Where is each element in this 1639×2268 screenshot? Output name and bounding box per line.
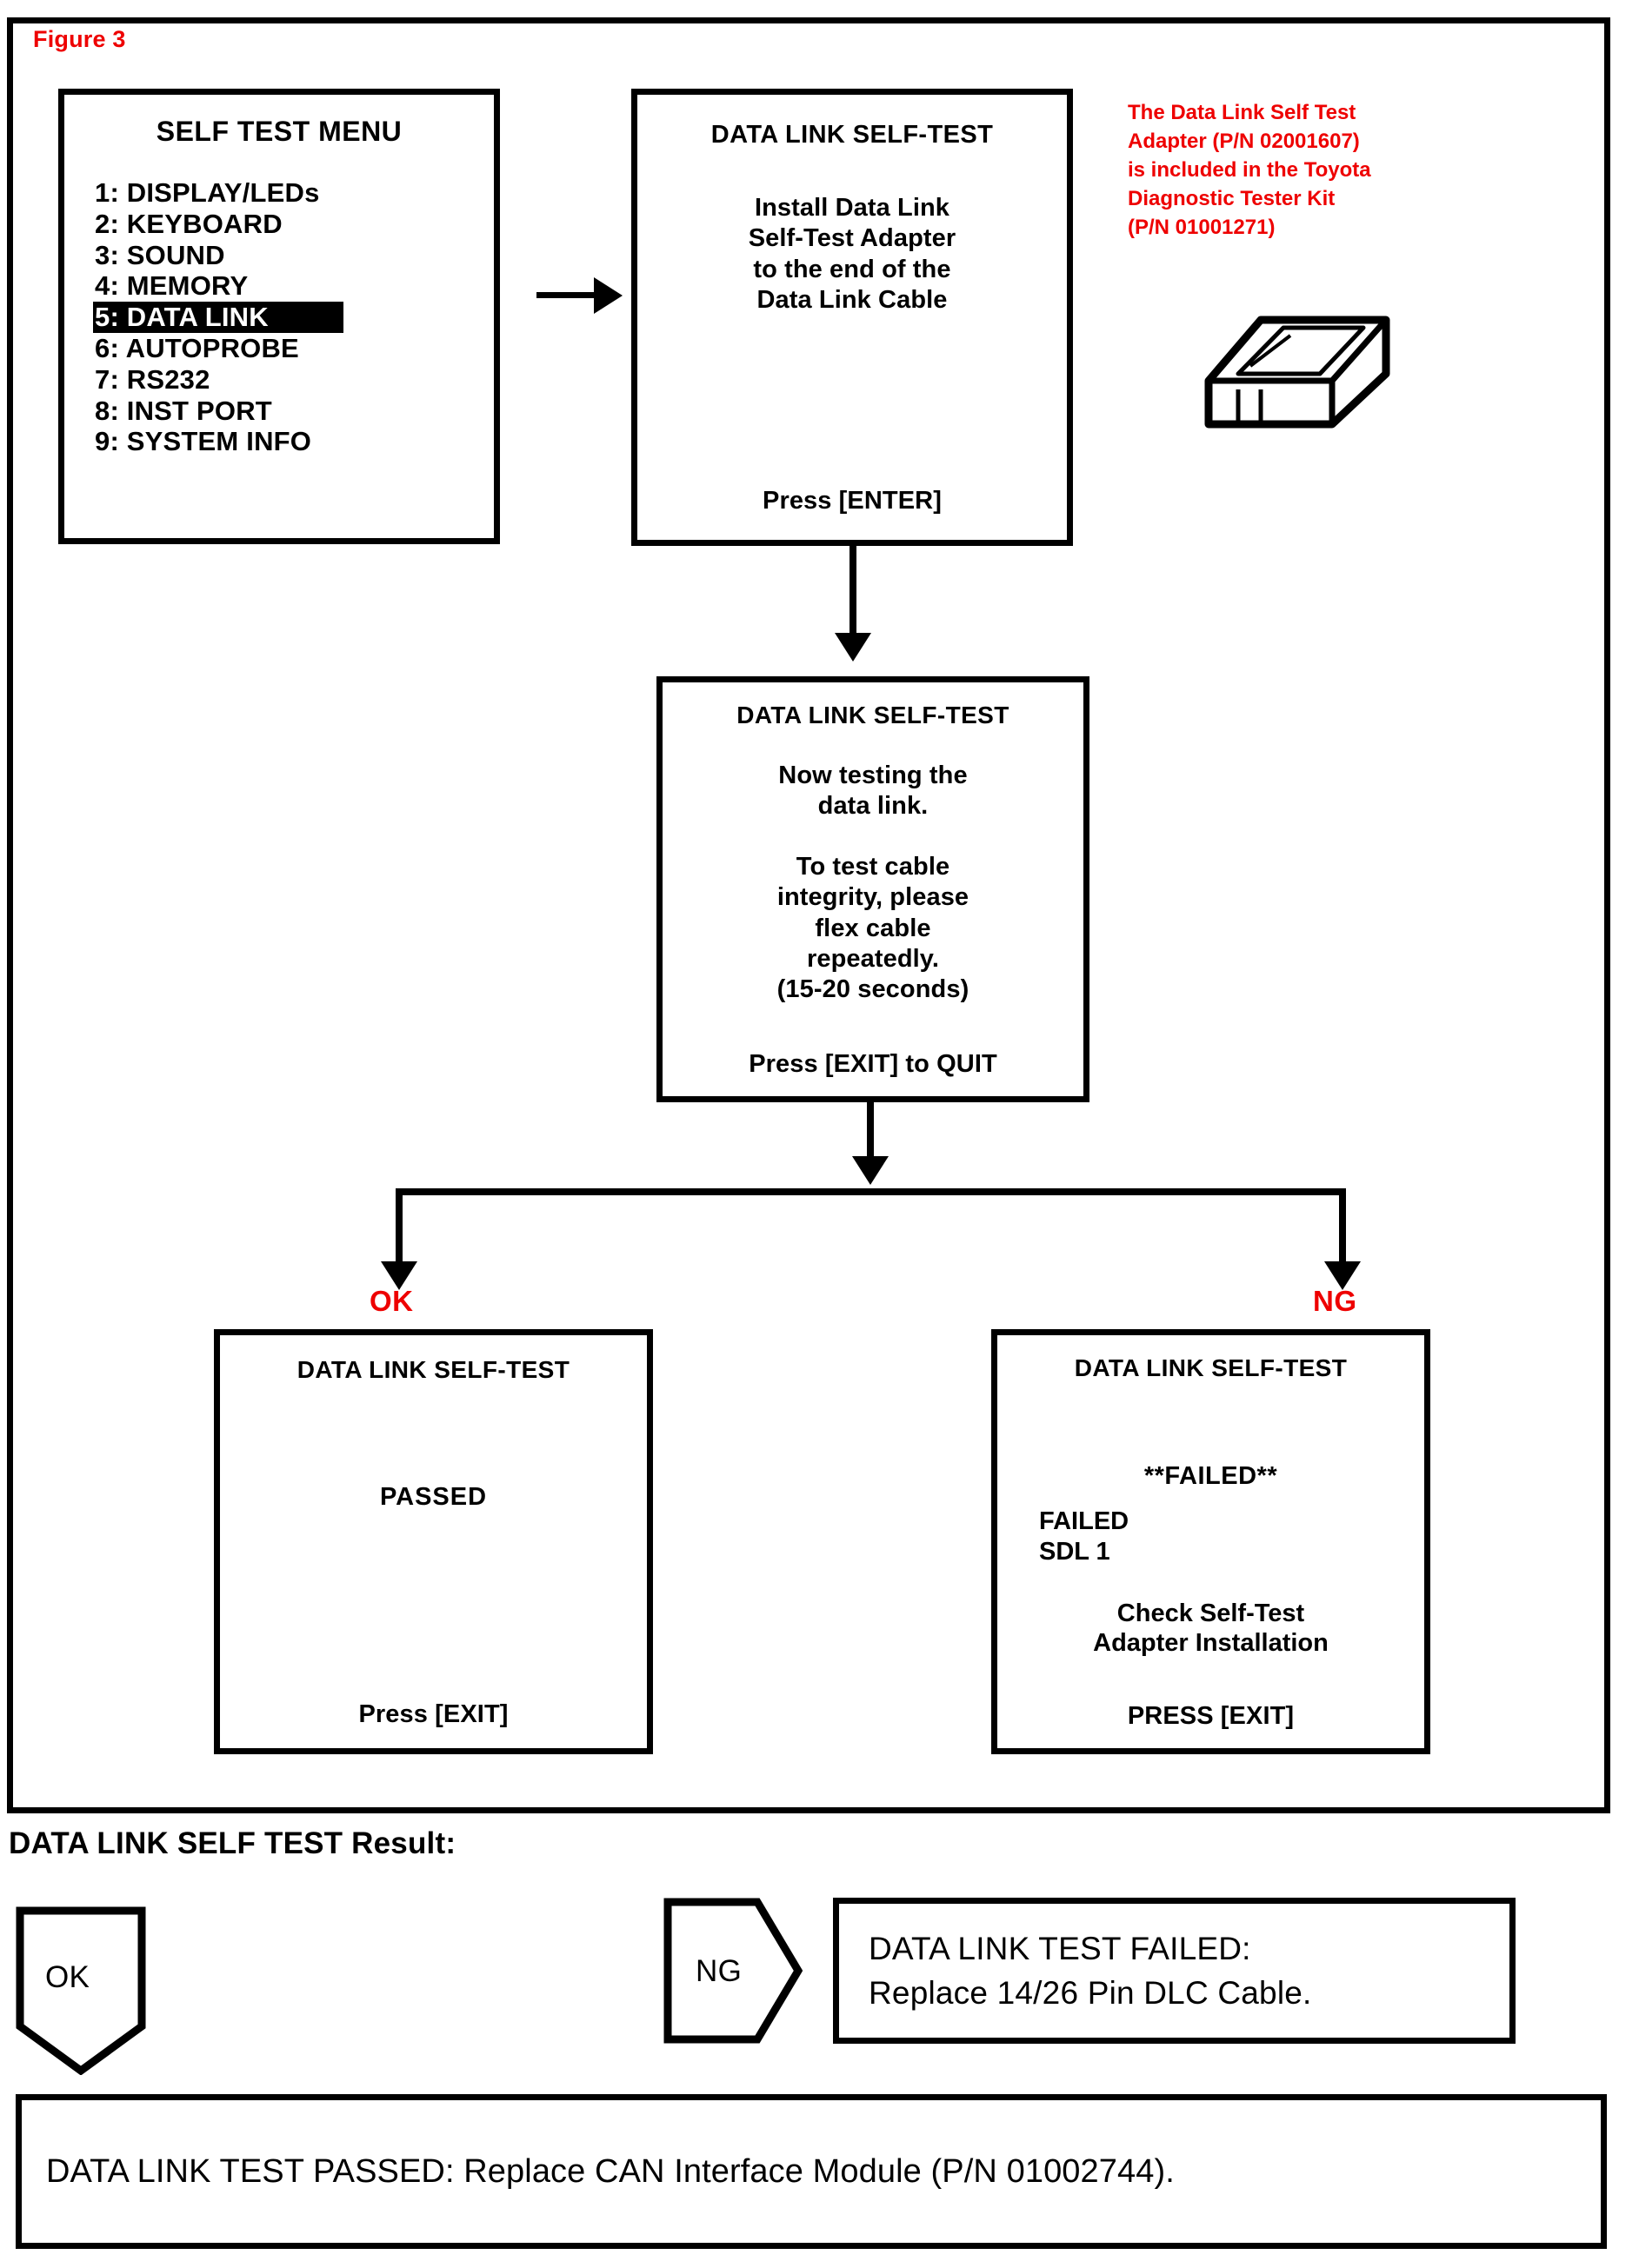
testing-title: DATA LINK SELF-TEST <box>736 702 1009 728</box>
menu-item-memory[interactable]: 4: MEMORY <box>95 270 249 302</box>
menu-item-rs232[interactable]: 7: RS232 <box>95 363 210 395</box>
menu-item-system-info[interactable]: 9: SYSTEM INFO <box>95 426 312 457</box>
passed-result-text: PASSED <box>379 1483 488 1511</box>
adapter-icon <box>1204 316 1390 429</box>
testing-footer: Press [EXIT] to QUIT <box>749 1050 997 1078</box>
connector-ng-branch <box>1339 1188 1346 1274</box>
self-test-menu-screen: SELF TEST MENU 1: DISPLAY/LEDs 2: KEYBOA… <box>58 89 500 544</box>
install-adapter-screen: DATA LINK SELF-TEST Install Data Link Se… <box>631 89 1073 546</box>
passed-result-screen: DATA LINK SELF-TEST PASSED Press [EXIT] <box>214 1329 653 1754</box>
branch-label-ng: NG <box>1313 1285 1357 1317</box>
connector-branch-bar <box>396 1188 1346 1195</box>
menu-item-display-leds[interactable]: 1: DISPLAY/LEDs <box>95 177 320 208</box>
testing-p1-line-1: Now testing the <box>778 762 968 789</box>
testing-p2-line-3: flex cable <box>815 914 931 942</box>
adapter-note-line-1: The Data Link Self Test <box>1128 101 1356 124</box>
testing-p2-line-1: To test cable <box>796 852 950 881</box>
connector-ok-branch <box>396 1188 403 1274</box>
failed-detail: FAILED SDL 1 <box>997 1506 1424 1567</box>
ok-result-tag <box>16 1906 146 2076</box>
install-body-line-4: Data Link Cable <box>756 286 948 315</box>
self-test-adapter-illustration <box>1193 278 1402 435</box>
install-body-line-2: Self-Test Adapter <box>748 224 956 253</box>
failed-advice-line-1: Check Self-Test <box>1116 1599 1305 1627</box>
adapter-note-line-5: (P/N 01001271) <box>1128 216 1276 240</box>
menu-item-sound[interactable]: 3: SOUND <box>95 239 225 270</box>
install-title: DATA LINK SELF-TEST <box>710 121 994 149</box>
ng-result-tag <box>663 1898 803 2044</box>
install-body-line-1: Install Data Link <box>754 194 950 222</box>
ng-tag-shape-icon <box>663 1898 803 2044</box>
failed-action-banner: DATA LINK TEST FAILED: Replace 14/26 Pin… <box>833 1898 1516 2044</box>
failed-result-screen: DATA LINK SELF-TEST **FAILED** FAILED SD… <box>991 1329 1430 1754</box>
failed-code-line-1: FAILED <box>1039 1507 1129 1535</box>
failed-headline: **FAILED** <box>1143 1462 1278 1490</box>
menu-list: 1: DISPLAY/LEDs 2: KEYBOARD 3: SOUND 4: … <box>64 177 494 457</box>
install-body-line-3: to the end of the <box>753 255 951 283</box>
adapter-note-line-3: is included in the Toyota <box>1128 158 1371 183</box>
menu-title: SELF TEST MENU <box>156 116 403 147</box>
testing-p2-line-4: repeatedly. <box>806 944 940 973</box>
testing-paragraph-1: Now testing the data link. <box>663 761 1083 822</box>
failed-banner-line-1: DATA LINK TEST FAILED: <box>869 1930 1251 1966</box>
testing-progress-screen: DATA LINK SELF-TEST Now testing the data… <box>656 676 1089 1102</box>
passed-action-banner: DATA LINK TEST PASSED: Replace CAN Inter… <box>16 2094 1607 2249</box>
failed-title: DATA LINK SELF-TEST <box>1074 1354 1348 1381</box>
ng-tag-label: NG <box>696 1954 743 1988</box>
testing-p2-line-2: integrity, please <box>776 883 969 912</box>
passed-banner-text: DATA LINK TEST PASSED: Replace CAN Inter… <box>46 2152 1175 2190</box>
failed-banner-line-2: Replace 14/26 Pin DLC Cable. <box>869 1974 1312 2011</box>
failed-advice: Check Self-Test Adapter Installation <box>997 1599 1424 1659</box>
menu-item-keyboard[interactable]: 2: KEYBOARD <box>95 208 283 239</box>
arrow-menu-to-install-icon <box>594 277 623 314</box>
install-body: Install Data Link Self-Test Adapter to t… <box>637 193 1067 316</box>
adapter-note-line-2: Adapter (P/N 02001607) <box>1128 130 1360 154</box>
testing-paragraph-2: To test cable integrity, please flex cab… <box>663 852 1083 1006</box>
connector-install-to-testing <box>849 546 856 636</box>
failed-footer: PRESS [EXIT] <box>1127 1702 1295 1730</box>
passed-footer: Press [EXIT] <box>358 1700 509 1728</box>
failed-code-line-2: SDL 1 <box>1039 1537 1110 1566</box>
figure-label: Figure 3 <box>33 26 126 52</box>
passed-title: DATA LINK SELF-TEST <box>296 1356 570 1383</box>
connector-menu-to-install <box>536 292 597 298</box>
arrow-ng-icon <box>1324 1261 1361 1290</box>
arrow-ok-icon <box>381 1261 417 1290</box>
ok-tag-shape-icon <box>16 1906 146 2076</box>
adapter-note-line-4: Diagnostic Tester Kit <box>1128 187 1336 211</box>
menu-item-inst-port[interactable]: 8: INST PORT <box>95 395 272 426</box>
arrow-testing-split-icon <box>852 1156 889 1185</box>
menu-item-data-link[interactable]: 5: DATA LINK <box>93 302 343 333</box>
arrow-install-to-testing-icon <box>835 633 871 662</box>
install-footer: Press [ENTER] <box>763 487 942 515</box>
adapter-note: The Data Link Self Test Adapter (P/N 020… <box>1128 98 1493 243</box>
result-caption: DATA LINK SELF TEST Result: <box>9 1826 456 1860</box>
failed-advice-line-2: Adapter Installation <box>1093 1629 1329 1658</box>
testing-p2-line-5: (15-20 seconds) <box>776 975 969 1004</box>
testing-p1-line-2: data link. <box>817 792 929 821</box>
menu-item-autoprobe[interactable]: 6: AUTOPROBE <box>95 332 299 363</box>
connector-testing-stem <box>867 1102 874 1165</box>
branch-label-ok: OK <box>370 1285 414 1317</box>
ok-tag-label: OK <box>45 1960 90 1994</box>
